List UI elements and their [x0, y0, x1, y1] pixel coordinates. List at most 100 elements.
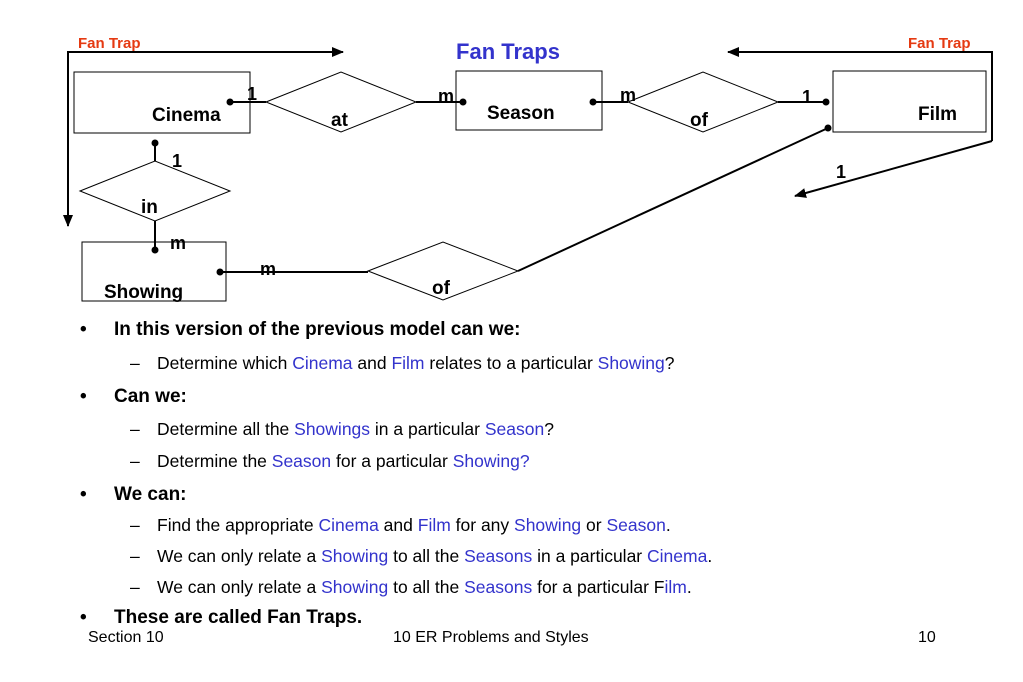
fan-trap-arrow-right-top: [727, 47, 993, 141]
entity-season: [455, 70, 603, 131]
text-segment: in a particular: [370, 419, 485, 439]
relationship-of-top-label: of: [690, 110, 709, 131]
highlight-term: Seasons: [464, 546, 533, 566]
text-segment: Find the appropriate: [157, 515, 319, 535]
sub-bullet-text: Determine all the Showings in a particul…: [157, 419, 554, 440]
fan-trap-label-right: Fan Trap: [908, 35, 971, 52]
highlight-term: Cinema: [318, 515, 379, 535]
highlight-term: Film: [391, 353, 425, 373]
relationship-of-bottom-label: of: [432, 278, 451, 299]
sub-bullet-dash: –: [130, 419, 140, 439]
cardinality-season-of: m: [620, 85, 636, 105]
page-title: Fan Traps: [456, 39, 560, 64]
cardinality-at-season: m: [438, 86, 454, 106]
sub-bullet-text: Find the appropriate Cinema and Film for…: [157, 515, 671, 536]
text-segment: Can we:: [114, 386, 187, 407]
text-segment: or: [581, 515, 607, 535]
entity-cinema-label: Cinema: [152, 105, 221, 126]
cardinality-film-fan: 1: [836, 162, 846, 182]
sub-bullet-text: Determine the Season for a particular Sh…: [157, 451, 530, 472]
text-segment: Determine all the: [157, 419, 295, 439]
text-segment: for any: [450, 515, 515, 535]
highlight-term: Season: [271, 451, 332, 471]
cardinality-cinema-at: 1: [247, 84, 257, 104]
highlight-term: Showing: [321, 577, 389, 597]
bullet-text: Can we:: [114, 386, 187, 408]
text-segment: and: [352, 353, 392, 373]
footer-title: 10 ER Problems and Styles: [393, 629, 589, 646]
bullet-dot: •: [80, 607, 87, 628]
sub-bullet-dash: –: [130, 577, 140, 597]
text-segment: ?: [544, 419, 554, 439]
cardinality-in-showing: m: [170, 233, 186, 253]
text-segment: and: [378, 515, 418, 535]
text-segment: We can only relate a: [157, 577, 322, 597]
dot-film-bottom: [824, 124, 832, 132]
fan-trap-arrow-right-bottom: [794, 140, 993, 198]
relationship-in-label: in: [141, 197, 158, 218]
dot-cinema-at: [226, 98, 234, 106]
text-segment: In this version of the previous model ca…: [114, 319, 521, 340]
bullet-dot: •: [80, 386, 87, 407]
text-segment: .: [665, 515, 671, 535]
fan-trap-arrow-left: [63, 51, 343, 227]
dot-season-at: [459, 98, 467, 106]
er-diagram: Fan Traps Fan Trap Fan Trap Cinema Seaso…: [63, 35, 993, 303]
text-segment: in a particular: [532, 546, 647, 566]
text-segment: These are called Fan Traps.: [114, 607, 363, 628]
bullet-text: These are called Fan Traps.: [114, 607, 362, 629]
entity-showing-label: Showing: [104, 282, 183, 303]
bullet-dot: •: [80, 484, 87, 505]
highlight-term: Cinema: [647, 546, 708, 566]
highlight-term: Showing: [597, 353, 665, 373]
bullet-text: We can:: [114, 484, 187, 506]
sub-bullet-dash: –: [130, 353, 140, 373]
dot-film-of: [822, 98, 830, 106]
text-segment: We can only relate a: [157, 546, 322, 566]
highlight-term: Season: [606, 515, 666, 535]
text-segment: for a particular: [331, 451, 453, 471]
text-segment: We can:: [114, 484, 187, 505]
dot-showing-in: [151, 246, 159, 254]
sub-bullet-dash: –: [130, 451, 140, 471]
text-segment: for a particular F: [532, 577, 665, 597]
highlight-term: Season: [484, 419, 545, 439]
link-of-film-bottom: [517, 127, 829, 272]
highlight-term: Seasons: [464, 577, 533, 597]
fan-trap-label-left: Fan Trap: [78, 35, 141, 52]
text-segment: .: [707, 546, 713, 566]
text-segment: relates to a particular: [424, 353, 598, 373]
text-segment: Determine the: [157, 451, 272, 471]
text-segment: ?: [664, 353, 675, 373]
bullet-text: In this version of the previous model ca…: [114, 319, 520, 341]
footer-page-number: 10: [918, 629, 936, 646]
entity-film-label: Film: [918, 104, 957, 125]
entity-film: [832, 70, 987, 133]
dot-showing-of: [216, 268, 224, 276]
entity-season-label: Season: [487, 103, 555, 124]
cardinality-of-film: 1: [802, 87, 812, 107]
highlight-term: Cinema: [292, 353, 353, 373]
text-segment: Determine which: [157, 353, 293, 373]
footer-section: Section 10: [88, 629, 164, 646]
text-segment: to all the: [388, 546, 465, 566]
sub-bullet-text: Determine which Cinema and Film relates …: [157, 353, 675, 374]
text-segment: to all the: [388, 577, 465, 597]
bullet-dot: •: [80, 319, 87, 340]
cardinality-showing-of: m: [260, 259, 276, 279]
entity-cinema: [73, 71, 251, 134]
sub-bullet-text: We can only relate a Showing to all the …: [157, 577, 692, 598]
dot-season-of: [589, 98, 597, 106]
sub-bullet-dash: –: [130, 515, 140, 535]
text-segment: .: [686, 577, 692, 597]
sub-bullet-text: We can only relate a Showing to all the …: [157, 546, 712, 567]
dot-cinema-in: [151, 139, 159, 147]
highlight-term: Showing: [514, 515, 582, 535]
sub-bullet-dash: –: [130, 546, 140, 566]
highlight-term: ilm: [664, 577, 687, 597]
highlight-term: Showing?: [452, 451, 530, 471]
highlight-term: Showing: [321, 546, 389, 566]
cardinality-cinema-in: 1: [172, 151, 182, 171]
highlight-term: Film: [417, 515, 451, 535]
relationship-at-label: at: [331, 110, 349, 131]
